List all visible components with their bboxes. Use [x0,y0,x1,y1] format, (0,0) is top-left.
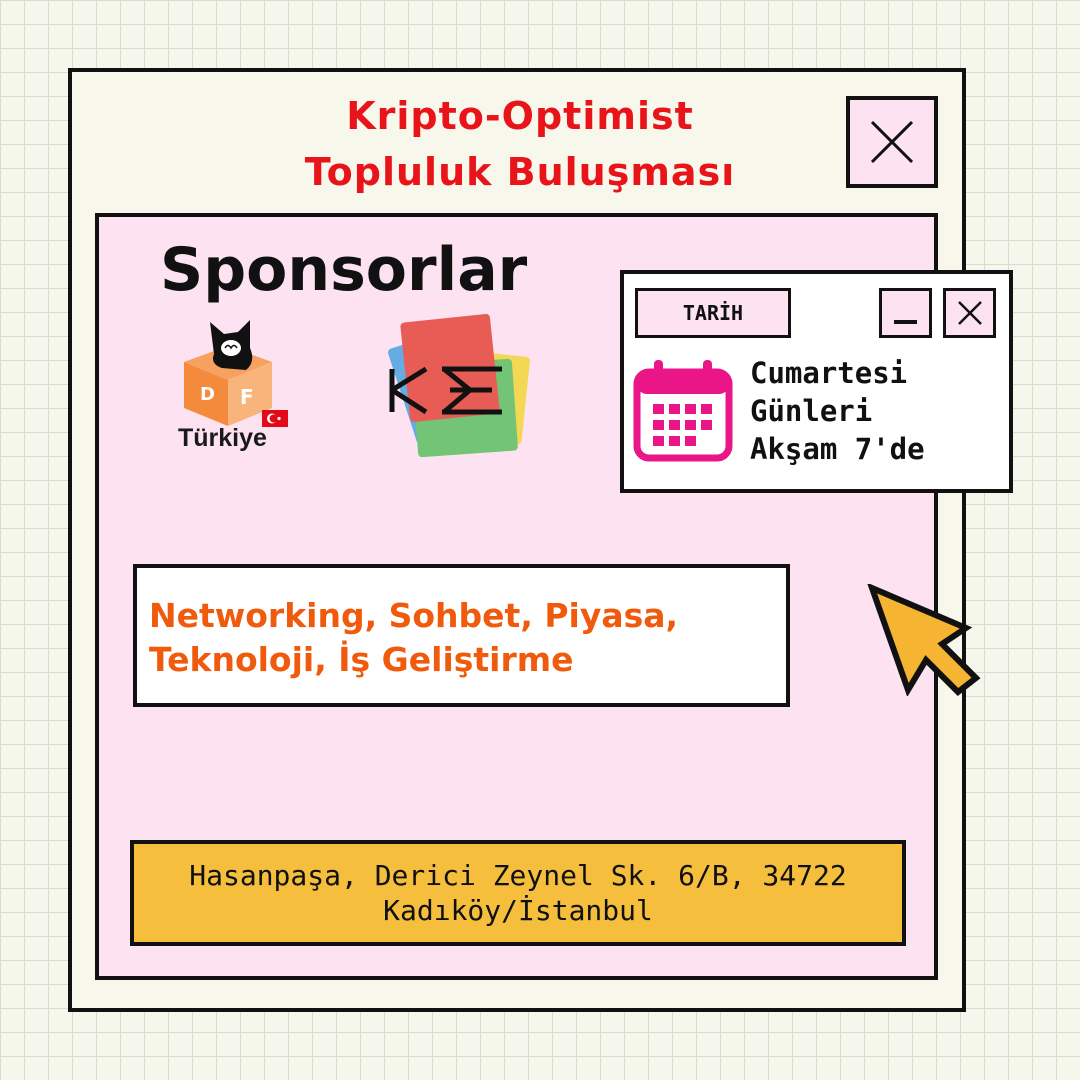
close-button[interactable] [846,96,938,188]
topics-box: Networking, Sohbet, Piyasa, Teknoloji, İ… [133,564,790,707]
date-line-2: Günleri [750,394,873,428]
address-line-1: Hasanpaşa, Derici Zeynel Sk. 6/B, 34722 [189,859,847,892]
minimize-icon [894,320,917,324]
minimize-button[interactable] [879,288,932,338]
topics-line-2: Teknoloji, İş Geliştirme [149,640,574,679]
window-title: Kripto-Optimist Topluluk Buluşması [240,88,800,200]
title-line-2: Topluluk Buluşması [304,150,736,194]
cursor-icon [867,584,981,696]
date-line-1: Cumartesi [750,356,908,390]
topics-line-1: Networking, Sohbet, Piyasa, [149,596,679,635]
close-icon [870,120,914,164]
df-logo-text: Türkiye [178,424,267,452]
sponsors-heading: Sponsorlar [160,235,528,305]
date-tab[interactable]: TARİH [635,288,791,338]
ke-logo [388,314,530,458]
date-line-3: Akşam 7'de [750,432,925,466]
date-text: Cumartesi Günleri Akşam 7'de [750,354,925,468]
address-line-2: Kadıköy/İstanbul [383,894,653,927]
close-icon [957,301,982,325]
svg-text:D: D [200,384,215,405]
title-line-1: Kripto-Optimist [346,94,694,138]
date-close-button[interactable] [943,288,996,338]
df-turkiye-logo: D F [184,320,288,427]
address-box: Hasanpaşa, Derici Zeynel Sk. 6/B, 34722 … [130,840,906,946]
calendar-icon [633,360,733,462]
svg-text:F: F [240,385,254,409]
